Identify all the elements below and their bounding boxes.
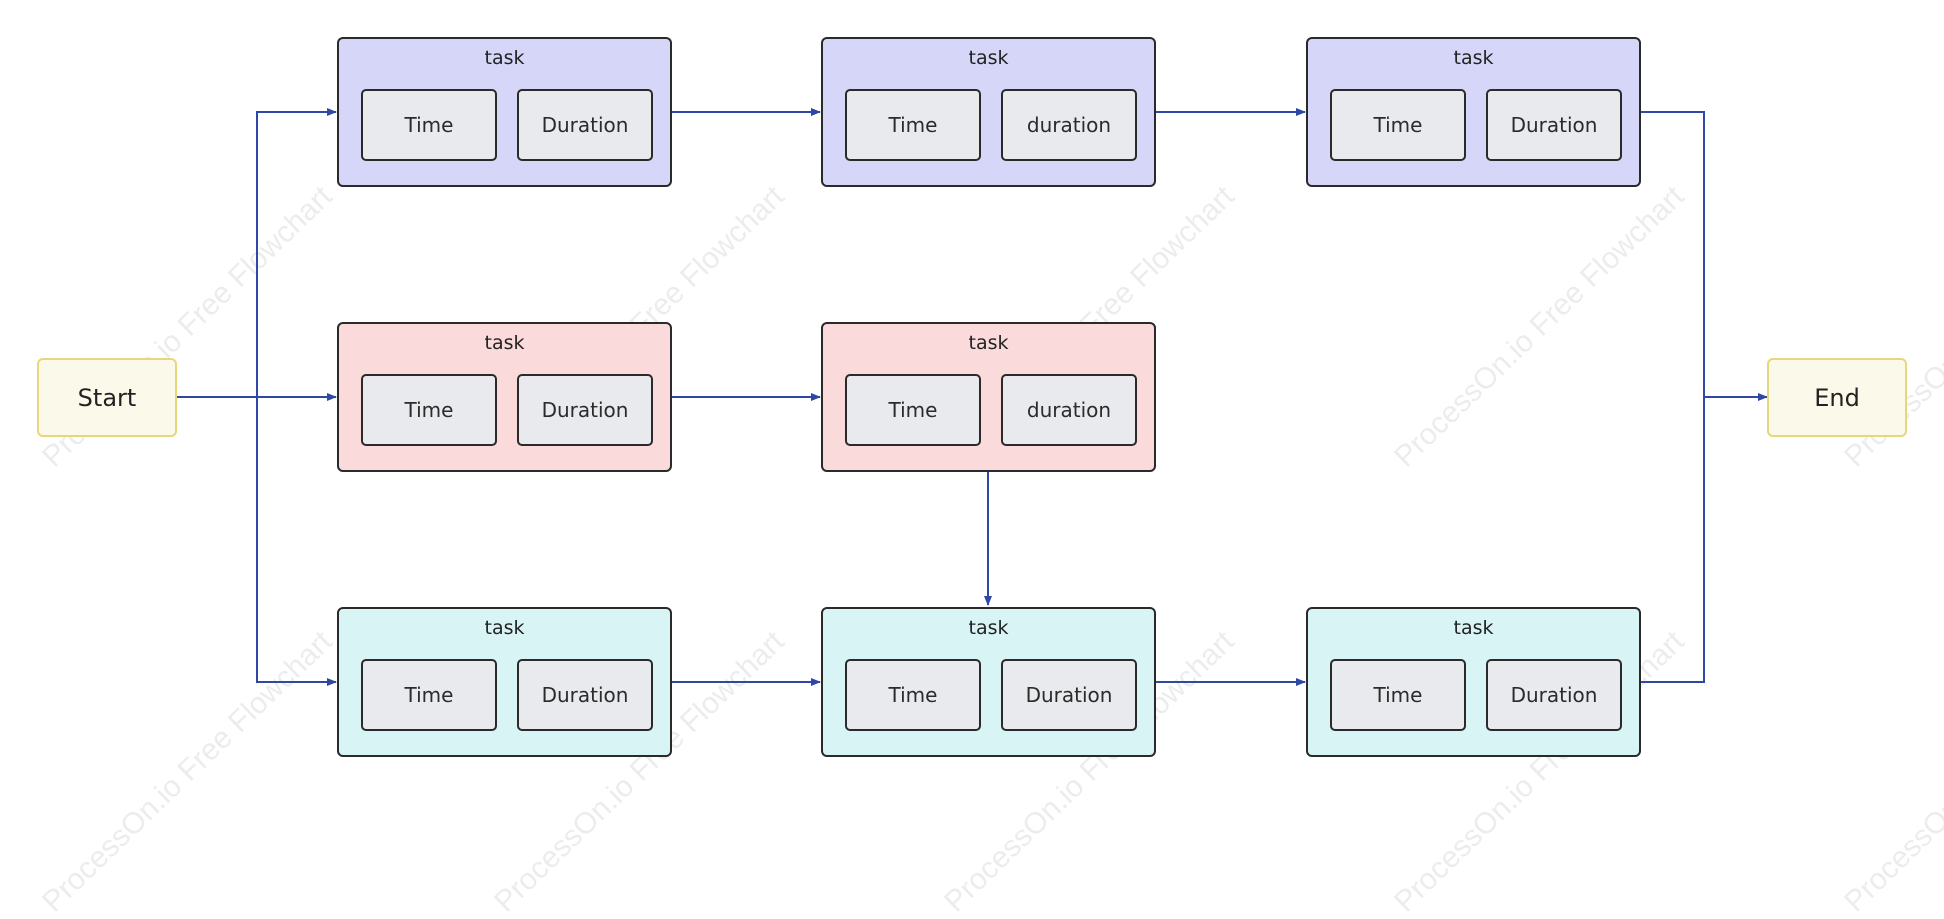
end-label: End xyxy=(1814,383,1860,412)
task-group-row3-col3[interactable]: task Time Duration xyxy=(1306,607,1641,757)
connector-row1-to-end xyxy=(1640,111,1768,401)
time-cell[interactable]: Time xyxy=(361,659,497,731)
task-title: task xyxy=(1453,617,1494,639)
duration-cell[interactable]: Duration xyxy=(517,89,653,161)
time-cell[interactable]: Time xyxy=(845,89,981,161)
task-group-row3-col2[interactable]: task Time Duration xyxy=(821,607,1156,757)
task-group-row1-col3[interactable]: task Time Duration xyxy=(1306,37,1641,187)
task-title: task xyxy=(968,332,1009,354)
task-title: task xyxy=(968,617,1009,639)
start-node[interactable]: Start xyxy=(37,358,177,437)
time-cell[interactable]: Time xyxy=(361,374,497,446)
duration-cell[interactable]: Duration xyxy=(1486,659,1622,731)
time-cell[interactable]: Time xyxy=(361,89,497,161)
time-cell[interactable]: Time xyxy=(1330,89,1466,161)
task-title: task xyxy=(1453,47,1494,69)
duration-cell[interactable]: Duration xyxy=(1001,659,1137,731)
duration-cell[interactable]: Duration xyxy=(517,374,653,446)
task-group-row2-col1[interactable]: task Time Duration xyxy=(337,322,672,472)
task-title: task xyxy=(484,47,525,69)
task-group-row1-col2[interactable]: task Time duration xyxy=(821,37,1156,187)
task-title: task xyxy=(484,332,525,354)
end-node[interactable]: End xyxy=(1767,358,1907,437)
task-group-row3-col1[interactable]: task Time Duration xyxy=(337,607,672,757)
task-group-row2-col2[interactable]: task Time duration xyxy=(821,322,1156,472)
start-label: Start xyxy=(77,383,137,412)
connector-start-to-row3 xyxy=(256,397,337,686)
task-group-row1-col1[interactable]: task Time Duration xyxy=(337,37,672,187)
connector-layer xyxy=(177,108,1768,686)
connector-row3-to-end xyxy=(1640,397,1705,683)
task-title: task xyxy=(968,47,1009,69)
duration-cell[interactable]: Duration xyxy=(1486,89,1622,161)
duration-cell[interactable]: duration xyxy=(1001,89,1137,161)
task-title: task xyxy=(484,617,525,639)
time-cell[interactable]: Time xyxy=(1330,659,1466,731)
flowchart-canvas: ProcessOn.io Free Flowchart ProcessOn.io… xyxy=(36,37,1944,919)
time-cell[interactable]: Time xyxy=(845,659,981,731)
duration-cell[interactable]: duration xyxy=(1001,374,1137,446)
connector-start-to-row1 xyxy=(177,108,337,398)
duration-cell[interactable]: Duration xyxy=(517,659,653,731)
time-cell[interactable]: Time xyxy=(845,374,981,446)
